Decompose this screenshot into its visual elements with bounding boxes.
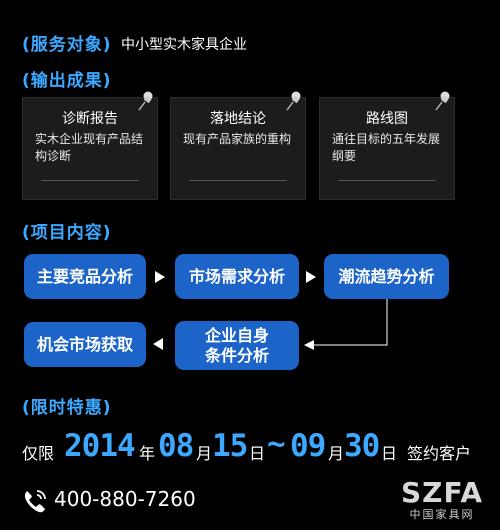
- card-title: 诊断报告: [62, 111, 118, 127]
- output-card-diagnosis: 诊断报告 实木企业现有产品结构诊断: [22, 91, 158, 200]
- card-divider: [41, 180, 139, 181]
- card-title: 路线图: [366, 111, 408, 127]
- card-desc: 通往目标的五年发展纲要: [332, 132, 441, 163]
- card-desc: 实木企业现有产品结构诊断: [35, 132, 144, 163]
- pushpin-icon: [138, 91, 153, 111]
- promo-label: (限时特惠): [22, 398, 112, 418]
- promo-month-unit-end: 月: [328, 444, 345, 463]
- pushpin-icon: [435, 91, 450, 111]
- connector-line: [304, 299, 388, 350]
- promo-day-unit-start: 日: [249, 444, 266, 463]
- pushpin-icon: [286, 91, 301, 111]
- output-label: (输出成果): [22, 71, 112, 91]
- output-card-roadmap: 路线图 通往目标的五年发展纲要: [319, 91, 455, 200]
- step-trend-analysis: 潮流趋势分析: [324, 254, 449, 299]
- promo-day-end: 30: [344, 428, 380, 464]
- card-title: 落地结论: [210, 111, 266, 127]
- card-divider: [189, 180, 287, 181]
- step-self-condition-line1: 企业自身: [204, 325, 269, 345]
- service-label: (服务对象): [22, 35, 112, 55]
- promo-month-end: 09: [290, 428, 326, 464]
- arrow-left-icon: [153, 338, 163, 350]
- card-desc: 现有产品家族的重构: [183, 132, 292, 146]
- step-competitor-analysis: 主要竞品分析: [24, 254, 146, 299]
- phone-icon: [24, 490, 46, 513]
- arrow-right-icon: [155, 271, 165, 283]
- promo-year: 2014: [64, 428, 136, 464]
- promo-prefix: 仅限: [22, 444, 55, 463]
- promo-tilde: ~: [267, 426, 286, 462]
- card-divider: [338, 180, 436, 181]
- watermark-site-name: 中国家具网: [409, 508, 475, 521]
- promo-day-start: 15: [212, 428, 248, 464]
- watermark-logo-text: SZFA: [400, 476, 484, 509]
- promo-suffix: 签约客户: [407, 444, 472, 463]
- service-text: 中小型实木家具企业: [121, 37, 247, 53]
- phone-number: 400-880-7260: [54, 487, 196, 511]
- output-card-conclusion: 落地结论 现有产品家族的重构: [170, 91, 306, 200]
- promo-month-start: 08: [158, 428, 194, 464]
- promo-period: 仅限 2014 年 08 月 15 日 ~ 09 月 30 日 签约客户: [22, 426, 492, 468]
- promo-year-unit: 年: [139, 444, 156, 463]
- step-self-condition-line2: 条件分析: [204, 345, 269, 365]
- step-self-condition: 企业自身 条件分析: [175, 321, 299, 370]
- promo-month-unit-start: 月: [196, 444, 213, 463]
- arrow-right-icon: [306, 271, 316, 283]
- project-label: (项目内容): [22, 223, 112, 243]
- site-watermark: SZFA 中国家具网: [390, 478, 494, 524]
- step-opportunity-market: 机会市场获取: [24, 322, 146, 367]
- step-market-demand: 市场需求分析: [175, 254, 299, 299]
- promo-day-unit-end: 日: [381, 444, 398, 463]
